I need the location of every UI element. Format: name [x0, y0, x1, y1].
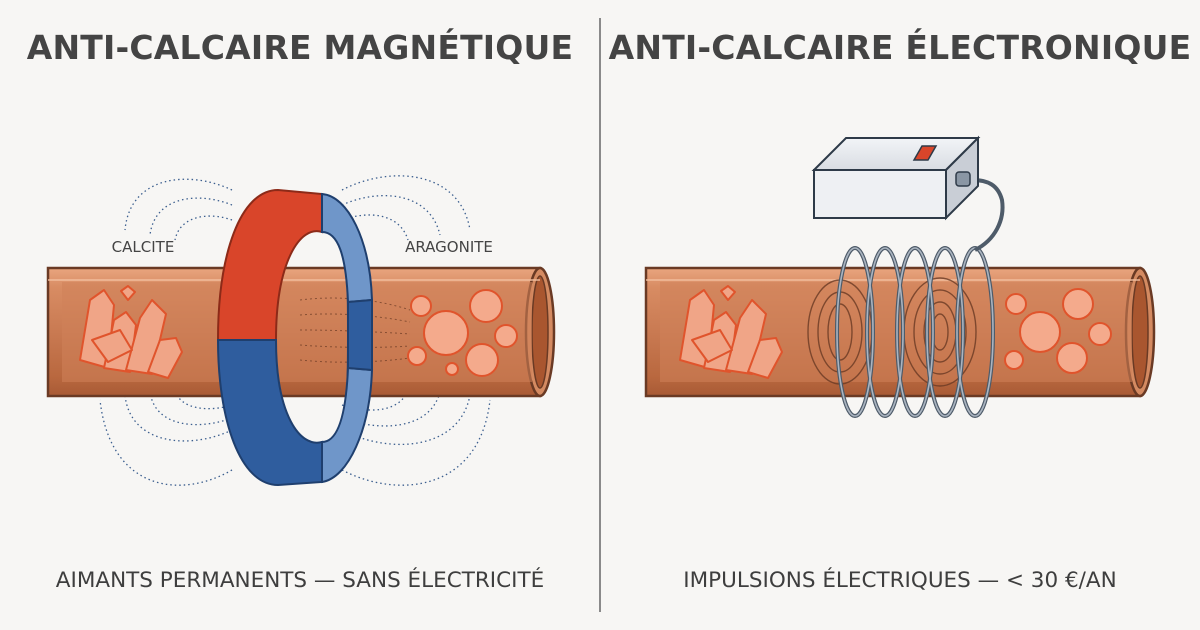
electronic-panel: ANTI-CALCAIRE ÉLECTRONIQUE: [600, 0, 1200, 630]
magnetic-panel: ANTI-CALCAIRE MAGNÉTIQUE: [26, 28, 574, 593]
electronic-caption: IMPULSIONS ÉLECTRIQUES — < 30 €/AN: [683, 568, 1117, 593]
signal-wire: [971, 178, 1005, 252]
aragonite-label: ARAGONITE: [405, 238, 493, 256]
electronic-title: ANTI-CALCAIRE ÉLECTRONIQUE: [608, 28, 1192, 67]
calcite-crystal-icon: [679, 285, 783, 379]
internal-field-lines: [299, 297, 411, 363]
electronic-diagram: [644, 135, 1156, 418]
control-box-icon: [811, 135, 981, 221]
panel-divider: [599, 18, 601, 612]
magnet-ring-icon: [216, 188, 374, 487]
magnetic-caption: AIMANTS PERMANENTS — SANS ÉLECTRICITÉ: [55, 568, 545, 593]
calcite-label: CALCITE: [112, 238, 175, 256]
calcite-crystal-icon: [79, 285, 183, 379]
magnetic-diagram: CALCITE ARAGONITE: [46, 175, 556, 487]
aragonite-bubble-icon: [407, 289, 518, 377]
magnetic-title: ANTI-CALCAIRE MAGNÉTIQUE: [26, 28, 574, 67]
aragonite-bubble-icon: [1004, 288, 1112, 374]
